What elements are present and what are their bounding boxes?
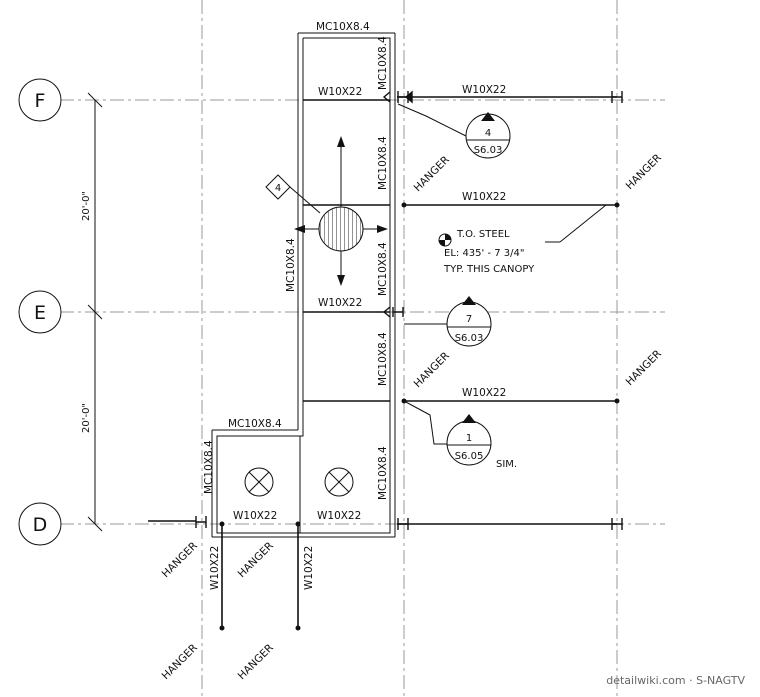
hanger-label-7: HANGER	[160, 642, 200, 682]
elevation-note: T.O. STEEL EL: 435' - 7 3/4" TYP. THIS C…	[438, 204, 607, 275]
label-mc-right-upper: MC10X8.4	[377, 36, 389, 90]
label-mc-step-left: MC10X8.4	[203, 440, 215, 494]
elevation-line-2: EL: 435' - 7 3/4"	[444, 248, 524, 259]
label-beam-f-left: W10X22	[318, 86, 362, 98]
section-sheet-7: S6.03	[455, 333, 484, 344]
grid-bubble-f: F	[18, 78, 62, 122]
hanger-label-6: HANGER	[236, 540, 276, 580]
section-number-1: 1	[466, 433, 472, 444]
section-sheet-1: S6.05	[455, 451, 484, 462]
section-number-7: 7	[466, 314, 472, 325]
section-sheet-4: S6.03	[474, 145, 503, 156]
grid-bubble-e: E	[18, 290, 62, 334]
dimension-label-upper: 20'-0"	[81, 191, 92, 221]
label-mc-top: MC10X8.4	[316, 21, 370, 33]
hanger-label-1: HANGER	[412, 154, 452, 194]
section-number-4: 4	[485, 128, 491, 139]
hanger-label-4: HANGER	[624, 348, 664, 388]
connection-points	[219, 202, 620, 631]
grid-bubble-d: D	[18, 502, 62, 546]
label-mc-right-lower: MC10X8.4	[377, 446, 389, 500]
span-direction-symbol	[294, 136, 388, 286]
hanger-label-2: HANGER	[624, 152, 664, 192]
label-beam-v2: W10X22	[303, 546, 315, 590]
sim-note: SIM.	[496, 459, 517, 470]
label-mc-step: MC10X8.4	[228, 418, 282, 430]
hanger-label-8: HANGER	[236, 642, 276, 682]
elevation-line-3: TYP. THIS CANOPY	[443, 264, 535, 275]
label-beam-d2: W10X22	[317, 510, 361, 522]
grid-label-d: D	[33, 514, 48, 536]
grid-label-e: E	[34, 302, 46, 324]
grid-lines	[60, 0, 665, 697]
hanger-label-3: HANGER	[412, 350, 452, 390]
section-marker-1: 1 S6.05 SIM.	[403, 400, 517, 470]
hanger-labels: HANGER HANGER HANGER HANGER HANGER HANGE…	[160, 152, 664, 682]
hanger-label-5: HANGER	[160, 540, 200, 580]
opening-symbol-right	[324, 467, 354, 497]
watermark-text: detailwiki.com · S-NAGTV	[606, 674, 745, 687]
opening-symbol-left	[244, 467, 274, 497]
grid-label-f: F	[35, 90, 46, 112]
detail-tag-number: 4	[275, 183, 281, 194]
member-labels: MC10X8.4 MC10X8.4 MC10X8.4 MC10X8.4 MC10…	[203, 21, 506, 590]
label-beam-e: W10X22	[318, 297, 362, 309]
label-mc-left: MC10X8.4	[285, 238, 297, 292]
label-mc-right-mid2: MC10X8.4	[377, 242, 389, 296]
beam-end-marks	[195, 90, 623, 530]
dimension-string: 20'-0" 20'-0"	[81, 92, 103, 532]
section-marker-7: 7 S6.03	[404, 296, 492, 347]
canopy-outline	[211, 32, 396, 538]
section-marker-4: 4 S6.03	[397, 103, 511, 159]
label-mc-right-mid3: MC10X8.4	[377, 332, 389, 386]
dimension-label-lower: 20'-0"	[81, 403, 92, 433]
label-beam-d1: W10X22	[233, 510, 277, 522]
label-beam-1: W10X22	[462, 191, 506, 203]
label-mc-right-mid1: MC10X8.4	[377, 136, 389, 190]
label-beam-2: W10X22	[462, 387, 506, 399]
beams	[148, 90, 617, 628]
label-beam-f-right: W10X22	[462, 84, 506, 96]
detail-tag-diamond: 4	[265, 174, 321, 214]
elevation-line-1: T.O. STEEL	[456, 229, 510, 240]
label-beam-v1: W10X22	[209, 546, 221, 590]
